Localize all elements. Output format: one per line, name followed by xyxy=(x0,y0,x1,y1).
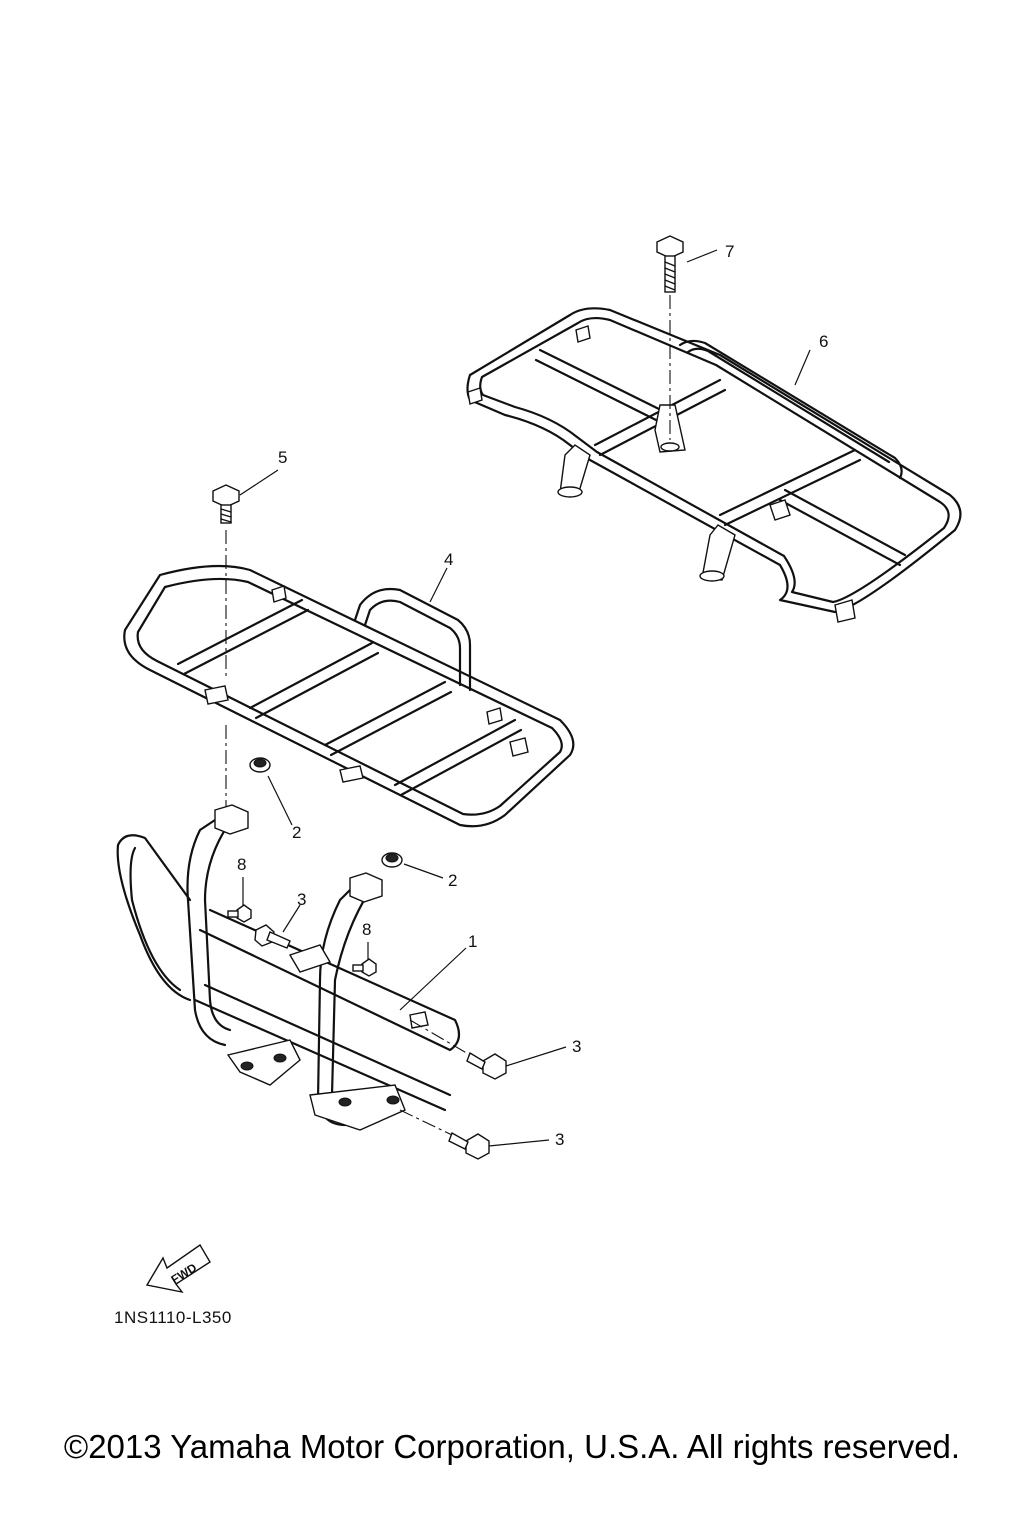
callout-2-lower: 2 xyxy=(448,871,457,890)
callout-5: 5 xyxy=(278,448,287,467)
bolt-part-5 xyxy=(212,484,240,810)
leader-lines xyxy=(239,249,811,1147)
front-carrier-part-4 xyxy=(123,564,575,828)
callout-8-right: 8 xyxy=(362,920,371,939)
callout-3-inner: 3 xyxy=(297,890,306,909)
callout-numbers: 1 2 2 3 3 3 4 5 6 7 8 8 xyxy=(237,242,828,1149)
callout-2-upper: 2 xyxy=(292,823,301,842)
bolt-part-3-inner xyxy=(254,924,291,949)
grommet-part-2-lower xyxy=(381,852,403,868)
callout-7: 7 xyxy=(725,242,734,261)
callout-6: 6 xyxy=(819,332,828,351)
forward-direction-arrow: FWD xyxy=(145,1243,211,1294)
rear-carrier-part-6 xyxy=(466,307,962,623)
bolt-part-8-left xyxy=(227,904,252,923)
callout-1: 1 xyxy=(468,932,477,951)
bolt-part-8-right xyxy=(352,958,377,977)
bolt-part-3-lower xyxy=(399,1109,490,1160)
front-guard-part-1 xyxy=(116,804,461,1131)
grommet-part-2-upper xyxy=(249,757,271,773)
bolt-part-3-mid xyxy=(409,1019,507,1080)
callout-3-mid: 3 xyxy=(572,1037,581,1056)
diagram-reference-code: 1NS1110-L350 xyxy=(114,1308,232,1327)
bolt-part-7 xyxy=(656,235,684,440)
callout-8-left: 8 xyxy=(237,855,246,874)
callout-4: 4 xyxy=(444,550,453,569)
callout-3-lower: 3 xyxy=(555,1130,564,1149)
copyright-notice: ©2013 Yamaha Motor Corporation, U.S.A. A… xyxy=(63,1428,961,1465)
